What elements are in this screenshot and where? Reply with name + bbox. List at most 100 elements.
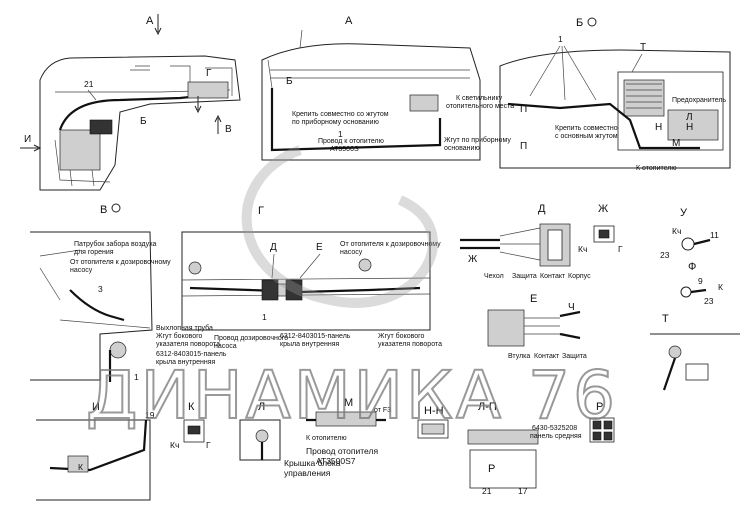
d-label-kontakt: Контакт — [540, 273, 566, 280]
lp-21: 21 — [482, 486, 492, 496]
exhaust-text: Выхлопная труба — [156, 324, 213, 332]
g-k: Г — [206, 440, 211, 450]
intake-text: Патрубок забора воздуха — [74, 240, 157, 248]
view-e-title: Е — [530, 293, 537, 305]
view-l: Л Крышка блока управления — [239, 401, 341, 478]
label-m: М — [672, 138, 680, 149]
crepit-text-2: по приборному основанию — [292, 118, 379, 126]
view-v-left: В Патрубок забора воздуха для горения От… — [30, 203, 227, 382]
view-f: Ф 9 К 23 — [680, 261, 723, 306]
label-n-b: Н — [686, 122, 693, 133]
view-a-arrow-label: А — [146, 15, 154, 27]
label-i: И — [24, 134, 31, 145]
view-b-panel: Б 1 Т П П Н Н Л М Крепить совместно с ос… — [499, 17, 731, 172]
label-d-g: Д — [270, 242, 277, 253]
label-b-side: Б — [140, 116, 147, 127]
ch-e: Ч — [568, 302, 575, 313]
lp-panel: 6430-5325208 — [532, 425, 577, 432]
from-heater-g-2: насосу — [340, 249, 363, 256]
from-heater-g: От отопителя к дозировочному — [340, 241, 441, 248]
panel-v-2: крыла внутренняя — [156, 359, 216, 366]
n23-u: 23 — [660, 250, 670, 260]
view-m-title: М — [344, 397, 353, 409]
view-k-title: К — [188, 401, 195, 413]
view-cab-side: А 21 Г В И Б — [20, 14, 241, 191]
view-b-title: Б — [576, 17, 583, 29]
harness-text: Жгут по приборному — [444, 136, 511, 144]
view-zh: Ж Кч Г — [578, 203, 623, 254]
wire-m: Провод отопителя — [306, 446, 378, 456]
harness-text-2: основанию — [444, 145, 480, 152]
side-harness-v-2: указателя поворота — [156, 341, 220, 348]
from-heater-v: От отопителя к дозировочному — [70, 259, 171, 266]
crepit-b-2: с основным жгутом — [555, 133, 618, 140]
view-e: Е Ч Втулка Контакт Защита — [487, 293, 587, 360]
label-1-b: 1 — [558, 34, 563, 44]
lp-panel-2: панель средняя — [530, 433, 582, 440]
to-light-text: К светильнику — [456, 95, 503, 102]
prel-text: Предохранитель — [672, 97, 726, 104]
watermark: ДИНАМИКА 76 — [85, 145, 616, 435]
kch-u: Кч — [672, 226, 681, 236]
e-label-kontakt: Контакт — [534, 353, 560, 360]
wire-text-2: АТ3500S — [330, 146, 359, 153]
wire-pump-text: Провод дозировочного — [214, 335, 288, 342]
label-e-g: Е — [316, 242, 323, 253]
view-a-title: А — [345, 15, 353, 27]
kch-zh: Кч — [578, 244, 587, 254]
g-zh: Г — [618, 244, 623, 254]
wire-text: Провод к отопителю — [318, 138, 384, 145]
lp-17: 17 — [518, 486, 528, 496]
side-harness-v: Жгут бокового — [156, 332, 203, 340]
view-m: М от F3 К отопителю Провод отопителя АТ3… — [306, 397, 391, 466]
view-f-title: Ф — [688, 261, 696, 273]
cover-text: Крышка блока — [284, 458, 341, 468]
label-t-b: Т — [640, 42, 646, 53]
view-nn: Н-Н — [417, 405, 449, 439]
label-b-a: Б — [286, 76, 293, 87]
view-i: И 19 К — [36, 401, 155, 501]
panel-g: 6312-8403015-панель — [280, 333, 351, 340]
d-label-zashita: Защита — [512, 273, 537, 280]
e-label-zashita: Защита — [562, 353, 587, 360]
view-u: У Кч 11 23 — [660, 207, 719, 260]
view-r-title: Р — [596, 401, 603, 413]
to-heater-m: К отопителю — [306, 435, 347, 442]
side-harness-g: Жгут бокового — [378, 332, 425, 340]
label-g-small: Г — [206, 68, 212, 79]
view-arrow-icon — [154, 14, 162, 36]
view-i-title: И — [92, 401, 100, 413]
from-heater-v-2: насосу — [70, 267, 93, 274]
view-v-title: В — [100, 204, 107, 216]
k-f: К — [718, 282, 723, 292]
label-p1: П — [520, 104, 527, 115]
from-f3: от F3 — [374, 407, 391, 414]
label-21: 21 — [84, 79, 94, 89]
view-u-title: У — [680, 207, 688, 219]
to-light-text-2: отопительного места — [446, 103, 514, 110]
label-l: Л — [686, 112, 693, 123]
label-1-g: 1 — [262, 312, 267, 322]
view-lp-title: Л-П — [478, 401, 497, 413]
n19-i: 19 — [145, 410, 155, 420]
crepit-text: Крепить совместно со жгутом — [292, 111, 389, 118]
view-lp: Л-П 6430-5325208 панель средняя Р 21 17 — [467, 401, 582, 496]
view-d-connector: Д Ж Чехол Защита Контакт Корпус — [460, 203, 591, 280]
view-g-title: Г — [258, 205, 264, 217]
label-n: Н — [655, 122, 662, 133]
view-k: К Кч Г — [170, 401, 211, 450]
lp-r: Р — [488, 463, 495, 475]
n23-f: 23 — [704, 296, 714, 306]
cover-text-2: управления — [284, 468, 331, 478]
view-g-chassis: Г Д Е 1 От отопителя к дозировочному нас… — [181, 205, 442, 350]
view-zh-title: Ж — [598, 203, 608, 215]
view-d-title: Д — [538, 203, 546, 215]
view-r: Р — [589, 401, 615, 443]
wire-pump-text-2: насоса — [214, 343, 237, 350]
label-3-v: 3 — [98, 284, 103, 294]
crepit-b: Крепить совместно — [555, 125, 618, 132]
label-p2: П — [520, 141, 527, 152]
k-i: К — [78, 462, 83, 472]
label-1-v: 1 — [134, 372, 139, 382]
